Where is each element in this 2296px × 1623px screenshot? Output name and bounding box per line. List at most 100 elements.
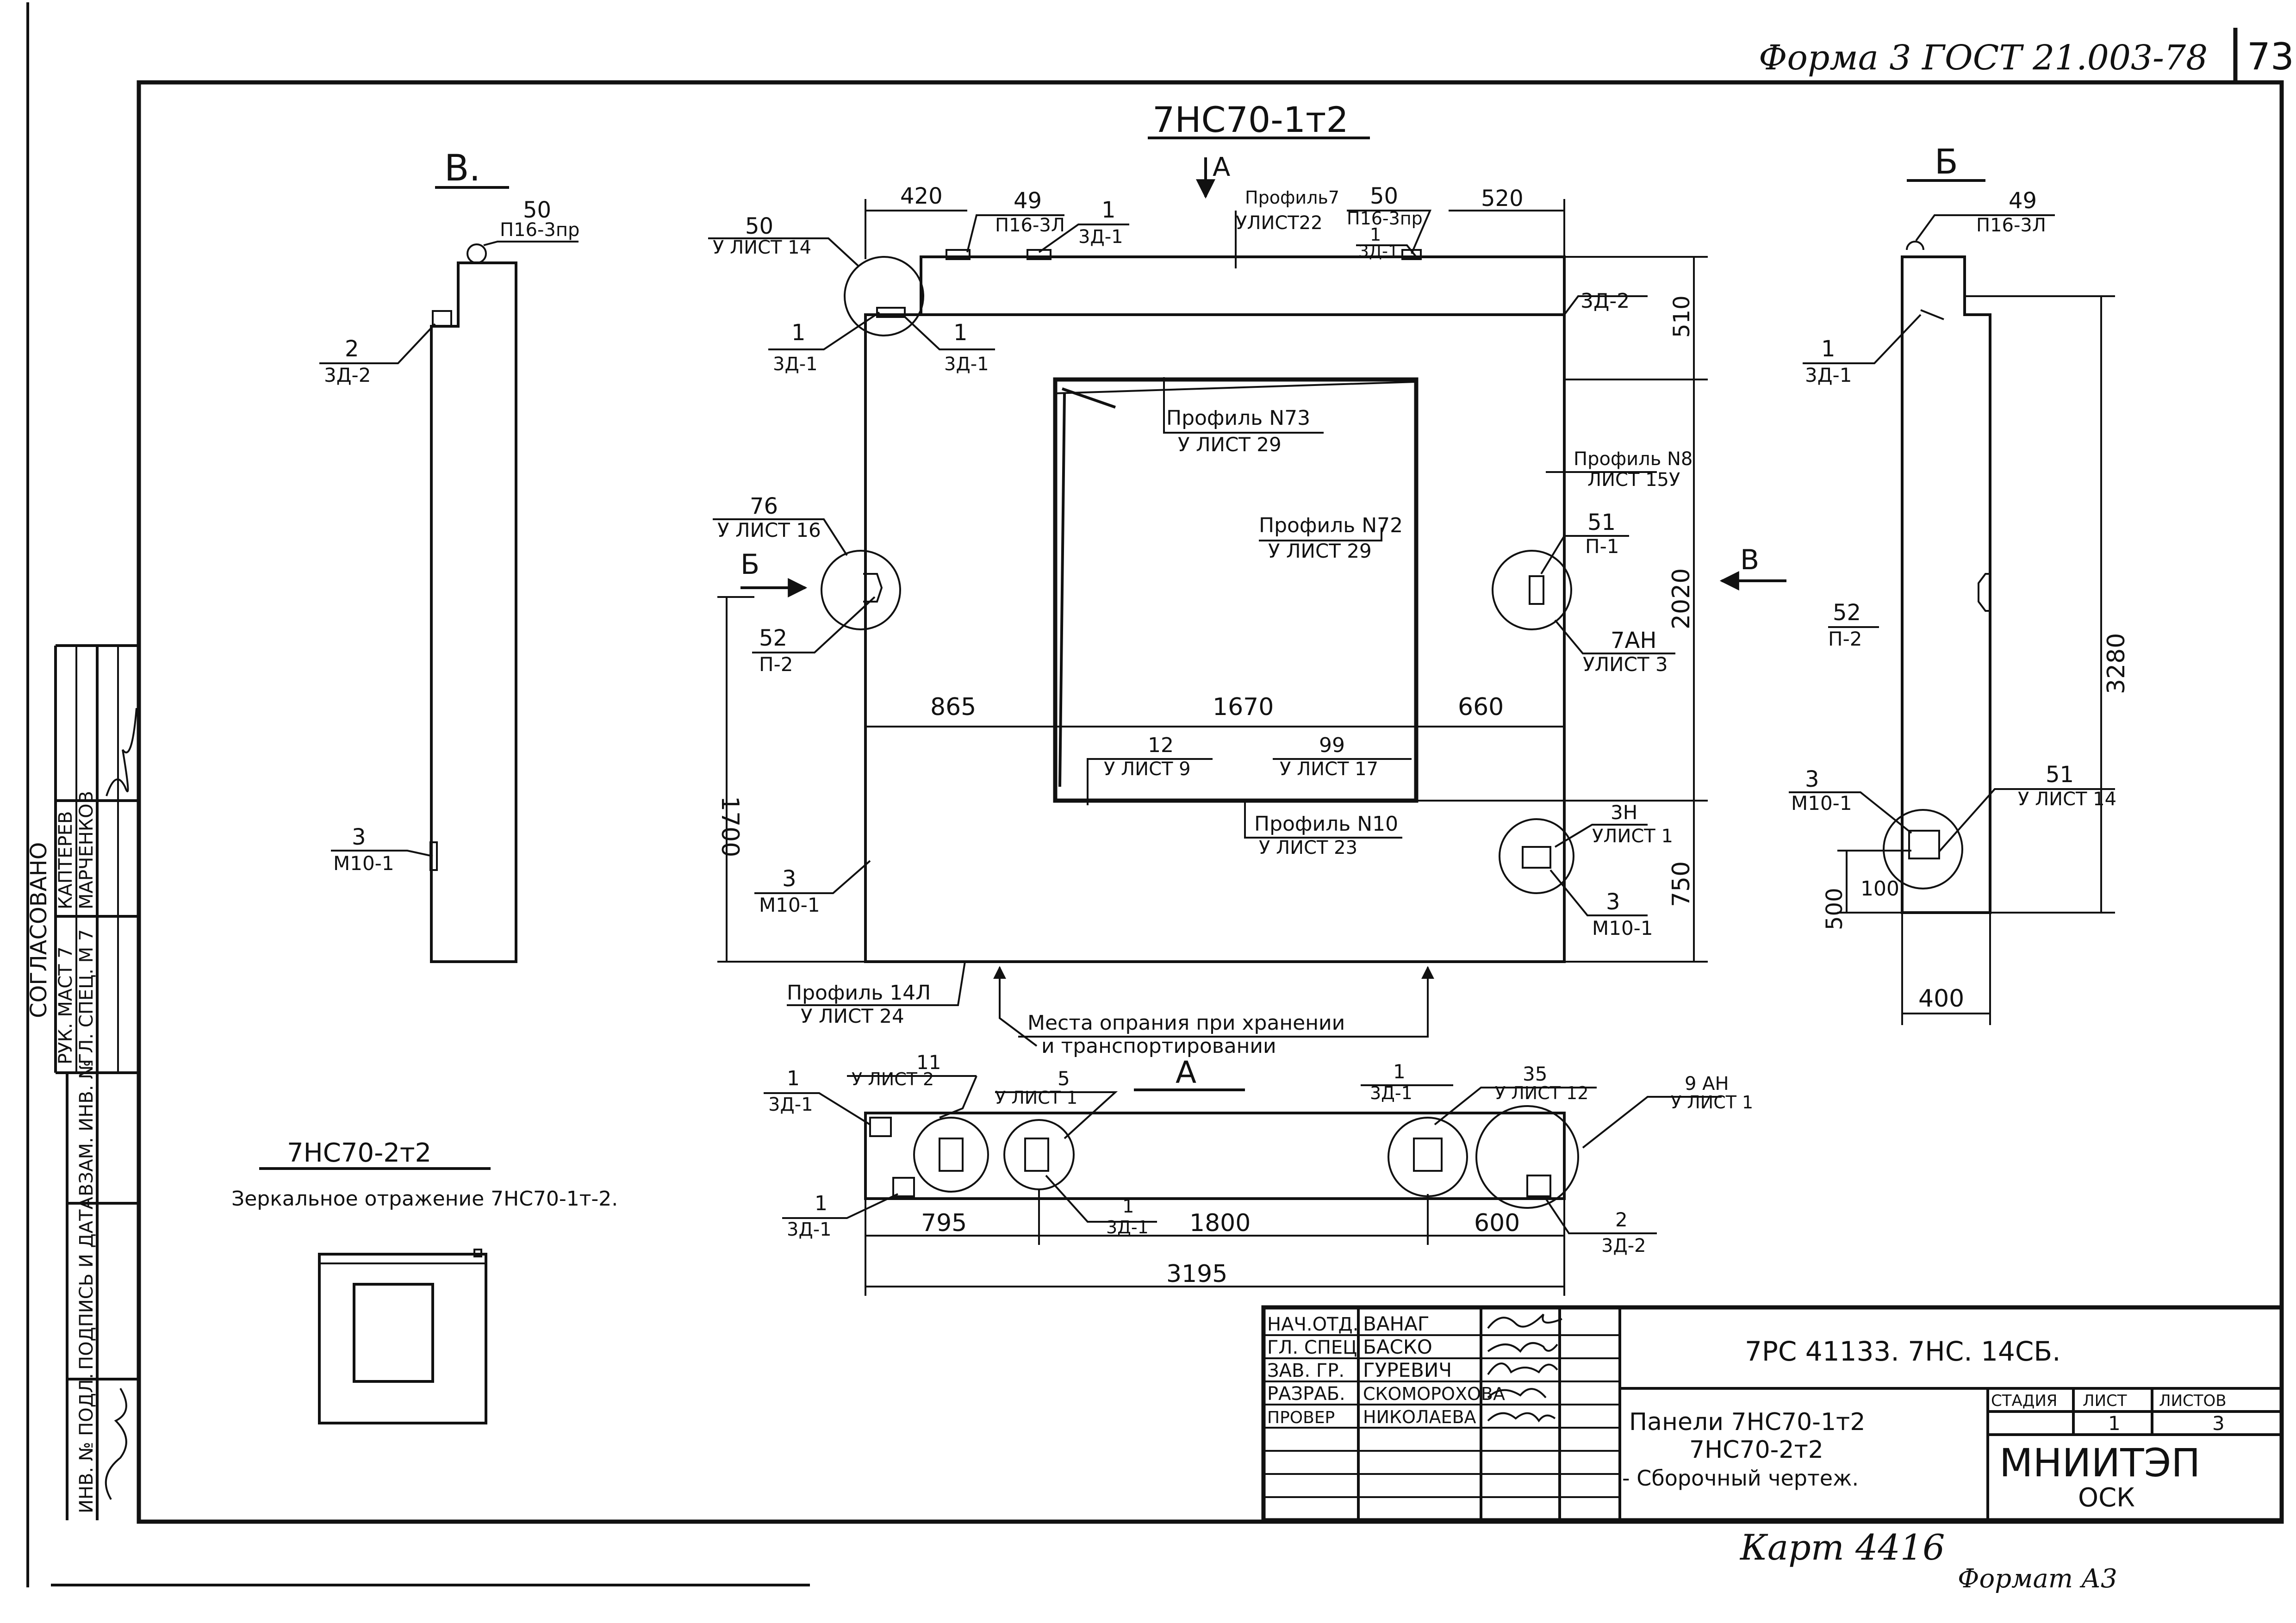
detail-circle-top-left	[844, 256, 924, 336]
a1c-num: 1	[815, 1192, 828, 1215]
c50-leader	[708, 237, 859, 267]
sign-name-2: БАСКО	[1363, 1336, 1432, 1358]
c51-ref: П-1	[1585, 535, 1619, 558]
sign-role-4: РАЗРАБ.	[1267, 1383, 1345, 1405]
view-v-outline	[429, 243, 517, 963]
a9ah-ref: У ЛИСТ 1	[1671, 1092, 1753, 1113]
c51-num: 51	[1587, 510, 1616, 535]
c50-num: 50	[745, 213, 773, 239]
a35-leader	[1434, 1087, 1597, 1126]
c49-num: 49	[1014, 188, 1042, 214]
head-stage: СТАДИЯ	[1991, 1392, 2057, 1410]
support-note-line-2: и транспортировании	[1041, 1034, 1276, 1058]
c99-num: 99	[1319, 734, 1345, 757]
c72-num: Профиль N72	[1259, 514, 1403, 537]
mirror-caption: Зеркальное отражение 7НС70-1т-2.	[231, 1187, 618, 1211]
c76-ref: У ЛИСТ 16	[717, 519, 821, 541]
a1c-leader	[782, 1193, 898, 1219]
insert-3h	[1522, 846, 1551, 869]
b3-leader	[1789, 791, 1912, 834]
c3R-ref: М10-1	[1592, 917, 1653, 939]
c3h-leader	[1554, 824, 1648, 848]
b51-num: 51	[2046, 762, 2074, 788]
cprof7-num: Профиль7	[1245, 187, 1339, 208]
c12-num: 12	[1148, 734, 1174, 757]
strip-signature-2	[105, 1387, 127, 1500]
a1c-ref: 3Д-1	[787, 1219, 832, 1240]
dim-600: 600	[1474, 1209, 1520, 1237]
arrow-a-main-label: А	[1213, 152, 1230, 182]
c1top-ref: 3Д-1	[1078, 226, 1123, 248]
c7ah-leader	[1554, 619, 1675, 654]
c49-ref: П16-3Л	[995, 215, 1065, 236]
detail-circle-3h	[1499, 818, 1574, 894]
a35-ref: У ЛИСТ 12	[1495, 1083, 1588, 1103]
dim-1670: 1670	[1213, 693, 1274, 721]
v50-leader	[483, 241, 579, 246]
c8-num: Профиль N8	[1574, 448, 1692, 470]
support-leader-right	[1375, 966, 1434, 1038]
c10-ref: У ЛИСТ 23	[1259, 837, 1357, 858]
title-block-grid	[1261, 1305, 2284, 1523]
b3-ref: М10-1	[1791, 792, 1852, 815]
c14-ref: У ЛИСТ 24	[801, 1005, 904, 1027]
c1top-leader	[1038, 224, 1129, 253]
b51-ref: У ЛИСТ 14	[2018, 789, 2116, 810]
b49-leader	[1915, 214, 2055, 242]
a35-num: 35	[1523, 1063, 1547, 1085]
dim-1800: 1800	[1189, 1209, 1251, 1237]
view-a-dimension-lines	[865, 1189, 1565, 1296]
dim-1700: 1700	[716, 796, 744, 857]
head-sheet: ЛИСТ	[2083, 1392, 2127, 1410]
dim-3195: 3195	[1166, 1260, 1227, 1288]
a1d-leader	[1045, 1175, 1157, 1223]
sign-name-1: ВАНАГ	[1363, 1312, 1429, 1335]
v2-num: 2	[345, 336, 359, 362]
v50-num: 50	[523, 197, 551, 223]
organization-dept: ОСК	[2078, 1483, 2135, 1513]
b1-num: 1	[1821, 336, 1836, 362]
v3-leader	[331, 850, 433, 857]
mirror-thumbnail	[318, 1249, 487, 1424]
c3L-num: 3	[782, 866, 796, 892]
agreed-role-2: ГЛ. СПЕЦ. М 7	[76, 929, 97, 1064]
agreement-strip	[54, 644, 139, 1520]
main-dimension-lines	[717, 199, 1708, 963]
arrow-b-left-label: Б	[740, 548, 759, 581]
sheet-number: 1	[2108, 1412, 2121, 1435]
sign-name-3: ГУРЕВИЧ	[1363, 1359, 1452, 1381]
c1R-leader	[902, 314, 995, 350]
a2-num: 2	[1615, 1208, 1628, 1231]
product-name-line-1: Панели 7НС70-1т2	[1629, 1408, 1865, 1436]
c50-ref: У ЛИСТ 14	[713, 237, 811, 258]
c1R-ref: 3Д-1	[944, 354, 989, 375]
agreed-label: СОГЛАСОВАНО	[26, 842, 52, 1018]
footer-karta: Карт 4416	[1739, 1527, 1945, 1568]
v2-leader	[319, 323, 436, 364]
view-a-outline	[864, 1105, 1579, 1209]
c52-num: 52	[759, 625, 787, 651]
c1L-num: 1	[791, 320, 806, 346]
dim-795: 795	[921, 1209, 967, 1237]
insert-51	[1529, 575, 1544, 605]
c1b-leader	[1356, 244, 1417, 258]
form-header: Форма 3 ГОСТ 21.003-78	[1759, 38, 2208, 78]
c7ah-num: 7АН	[1611, 628, 1656, 653]
document-code: 7РС 41133. 7НС. 14СБ.	[1745, 1336, 2061, 1367]
strip-signature-1	[106, 708, 137, 796]
c1L-ref: 3Д-1	[773, 354, 818, 375]
agreed-role-1: РУК. МАСТ 7	[55, 946, 76, 1064]
a1a-leader	[764, 1092, 871, 1126]
dim-400: 400	[1918, 985, 1964, 1013]
insert-52	[863, 573, 883, 603]
view-a-title: А	[1176, 1055, 1196, 1090]
c76-num: 76	[750, 493, 778, 519]
detail-circle-76	[821, 550, 901, 630]
mirror-title: 7НС70-2т2	[287, 1138, 431, 1168]
b49-num: 49	[2009, 188, 2037, 214]
c3h-num: 3Н	[1611, 801, 1637, 824]
c1R-num: 1	[953, 320, 968, 346]
c14-num: Профиль 14Л	[787, 981, 931, 1005]
a1a-ref: 3Д-1	[768, 1094, 813, 1115]
